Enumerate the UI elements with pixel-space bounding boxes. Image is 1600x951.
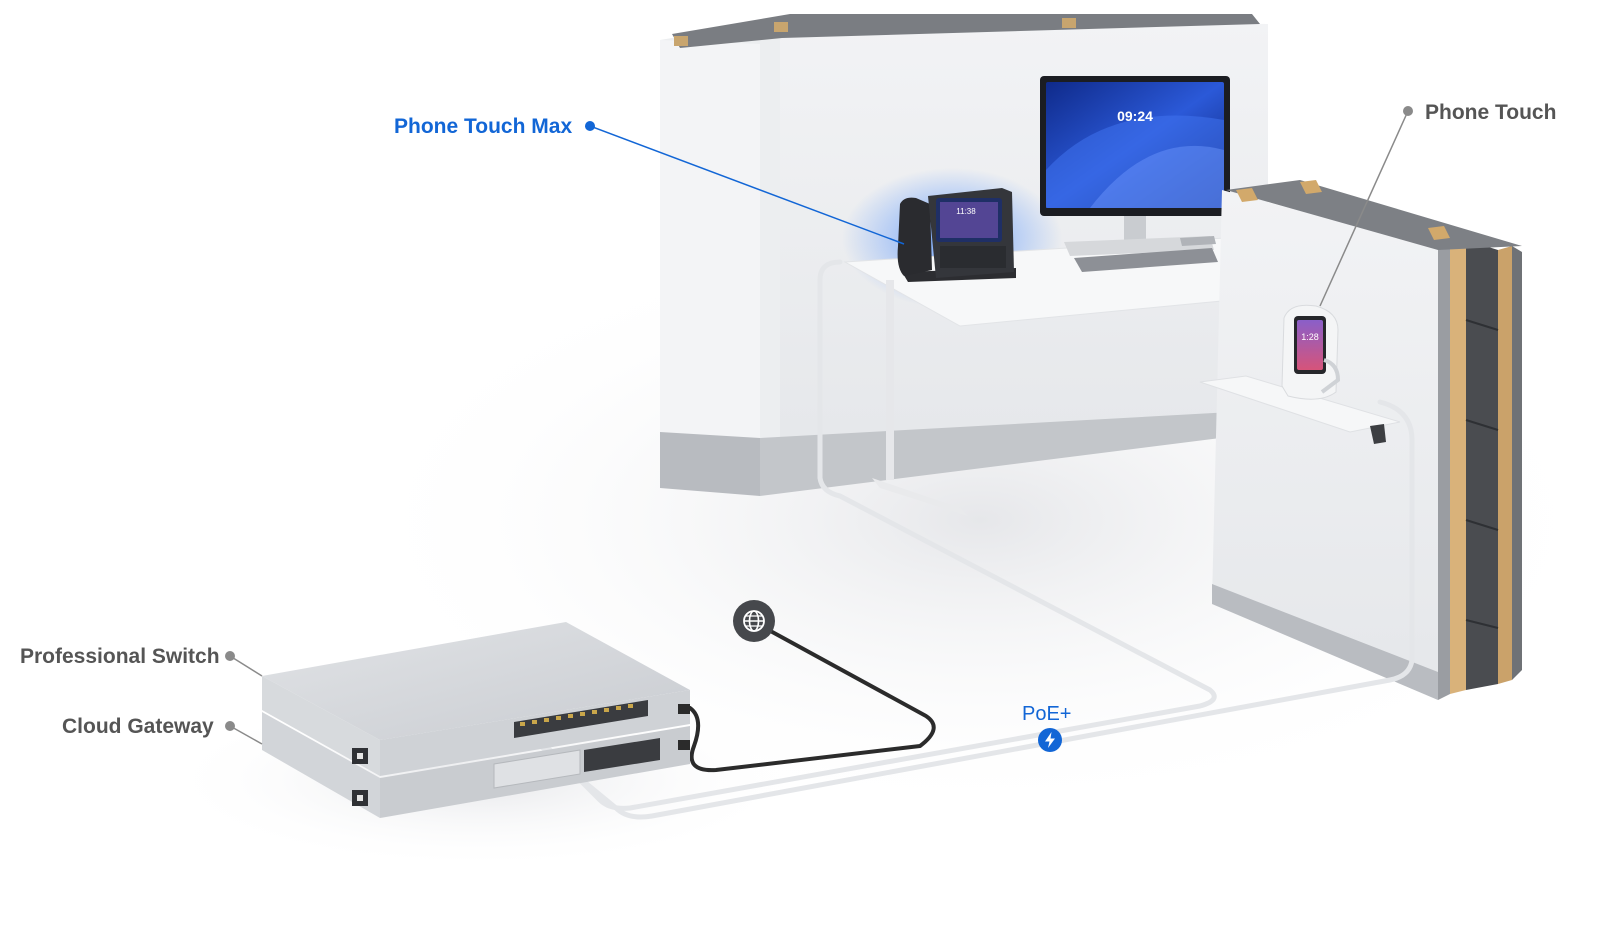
monitor: 09:24 <box>1040 76 1230 272</box>
poe-label: PoE+ <box>1022 703 1072 725</box>
cables <box>523 259 1415 820</box>
professional-switch-label: Professional Switch <box>20 645 220 668</box>
monitor-clock: 09:24 <box>1117 108 1153 124</box>
cable-phone-touch <box>523 399 1415 820</box>
lightning-bolt-icon <box>1038 728 1062 752</box>
phone-max-clock: 11:38 <box>956 207 976 216</box>
phone-touch-max-label: Phone Touch Max <box>394 115 573 138</box>
phone-touch-max-device: 11:38 <box>897 188 1016 282</box>
phone-touch-clock: 1:28 <box>1301 332 1319 342</box>
phone-touch-max-dot <box>585 121 595 131</box>
phone-touch-dot <box>1403 106 1413 116</box>
network-rack <box>262 622 690 818</box>
globe-icon <box>733 600 775 642</box>
phone-touch-device: 1:28 <box>1281 304 1341 400</box>
leader-lines <box>225 106 1413 745</box>
wall-shelf <box>1199 375 1401 444</box>
phone-touch-label: Phone Touch <box>1425 101 1557 124</box>
cable-internet <box>688 620 936 773</box>
cloud-gateway-label: Cloud Gateway <box>62 715 214 738</box>
side-wall <box>1212 180 1522 700</box>
cloud-gateway-dot <box>225 721 235 731</box>
professional-switch-dot <box>225 651 235 661</box>
